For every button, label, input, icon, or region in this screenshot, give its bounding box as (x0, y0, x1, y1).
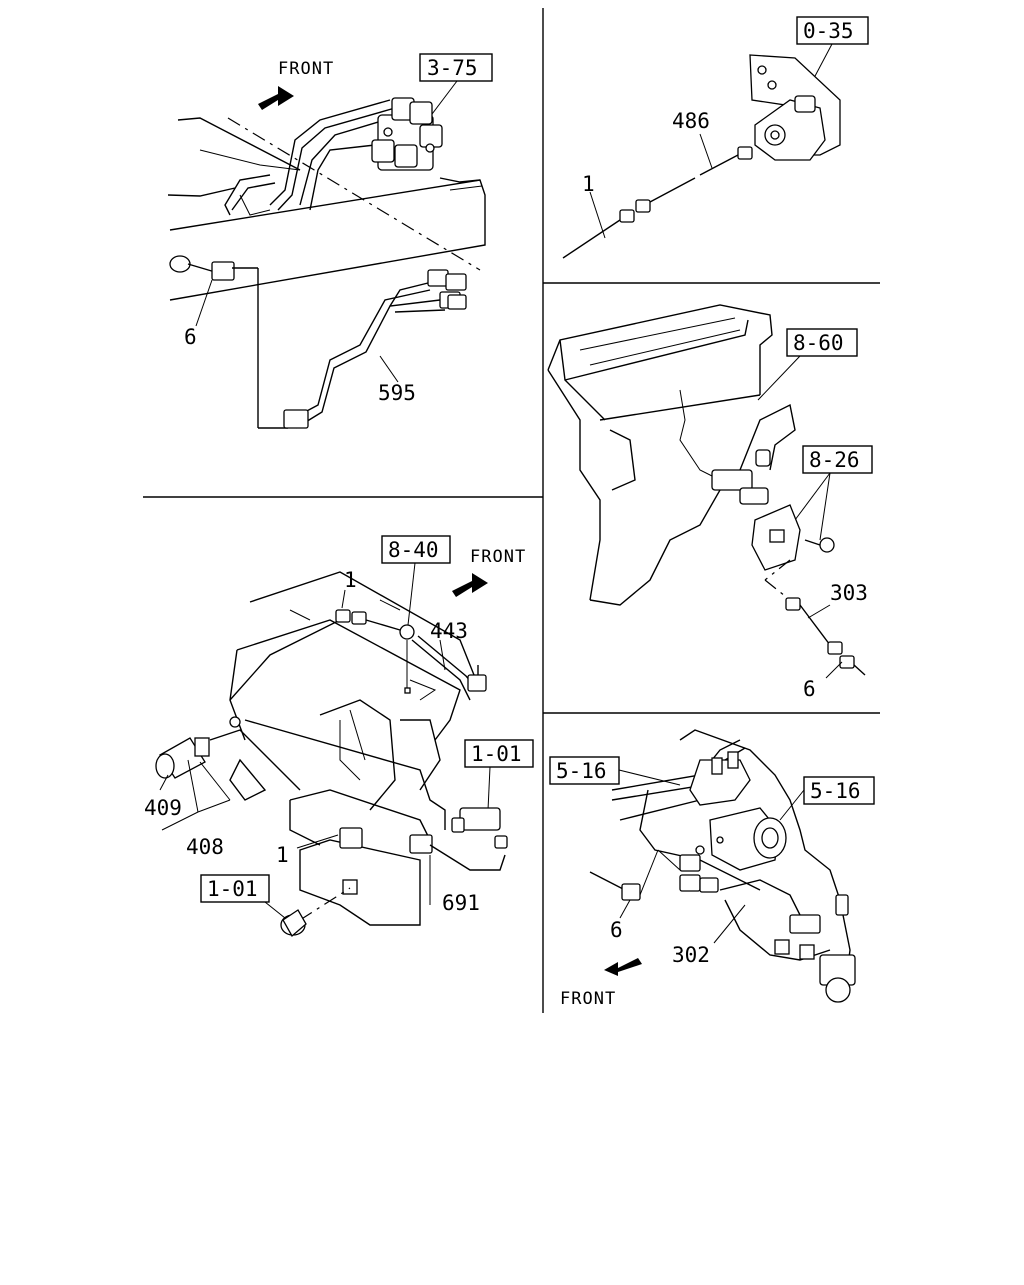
ref-box-1-01 (464, 739, 534, 768)
front-label: FRONT (560, 989, 616, 1009)
front-arrow-icon (452, 573, 488, 597)
harness-595 (283, 269, 467, 429)
panel-top-right: 0-35 486 1 (562, 16, 869, 259)
callout-409: 409 (144, 796, 182, 820)
ref-box-label: 0-35 (803, 19, 854, 43)
ref-box-0-35 (796, 16, 869, 45)
ref-box-label: 5-16 (810, 779, 861, 803)
callout-595: 595 (378, 381, 416, 405)
ref-box-8-60 (786, 328, 858, 357)
dashboard (209, 571, 481, 926)
brake-booster-assembly (611, 729, 856, 1003)
ref-box-5-16 (549, 756, 620, 785)
switch-bracket (749, 54, 841, 161)
panel-bottom-left: FRONT 8-40 1-01 1-01 (144, 535, 534, 938)
heater-unit (547, 304, 796, 606)
sensor-6 (589, 849, 681, 919)
callout-6: 6 (610, 918, 623, 942)
callout-1: 1 (344, 568, 357, 592)
callout-1: 1 (582, 172, 595, 196)
connector-block (371, 97, 443, 171)
callout-302: 302 (672, 943, 710, 967)
front-label: FRONT (278, 59, 334, 79)
callout-408: 408 (186, 835, 224, 859)
callout-486: 486 (672, 109, 710, 133)
ref-box-label: 8-40 (388, 538, 439, 562)
panel-middle-right: 8-60 8-26 (547, 304, 873, 701)
front-arrow-icon (604, 958, 642, 976)
switch-409 (155, 716, 241, 831)
sensor-303 (785, 597, 866, 679)
front-arrow-icon (258, 86, 294, 110)
front-label: FRONT (470, 547, 526, 567)
ref-box-label: 1-01 (207, 877, 258, 901)
harness-443 (411, 635, 487, 701)
ref-box-8-26 (802, 445, 873, 474)
callout-6: 6 (803, 677, 816, 701)
panel-dividers (143, 8, 880, 1013)
ref-box-3-75 (419, 53, 493, 82)
panel-top-left: FRONT 3-75 (167, 53, 493, 429)
ref-box-label: 5-16 (556, 759, 607, 783)
ref-box-8-40 (381, 535, 451, 564)
ref-box-label: 1-01 (471, 742, 522, 766)
ref-box-label: 8-60 (793, 331, 844, 355)
harness-1 (335, 589, 415, 694)
ref-box-label: 8-26 (809, 448, 860, 472)
callout-1: 1 (276, 843, 289, 867)
callout-6: 6 (184, 325, 197, 349)
callout-443: 443 (430, 619, 468, 643)
sensor-6 (169, 255, 288, 429)
panel-bottom-right: 5-16 5-16 (549, 729, 875, 1009)
callout-303: 303 (830, 581, 868, 605)
harness-bottom-1 (296, 827, 363, 849)
sensor-691 (280, 807, 508, 938)
ref-box-label: 3-75 (427, 56, 478, 80)
body-panel (167, 117, 486, 301)
callout-691: 691 (442, 891, 480, 915)
ref-box-1-01 (200, 874, 270, 903)
brake-pipes (224, 99, 396, 216)
bracket-8-26 (751, 504, 835, 601)
cable-486 (562, 133, 753, 259)
